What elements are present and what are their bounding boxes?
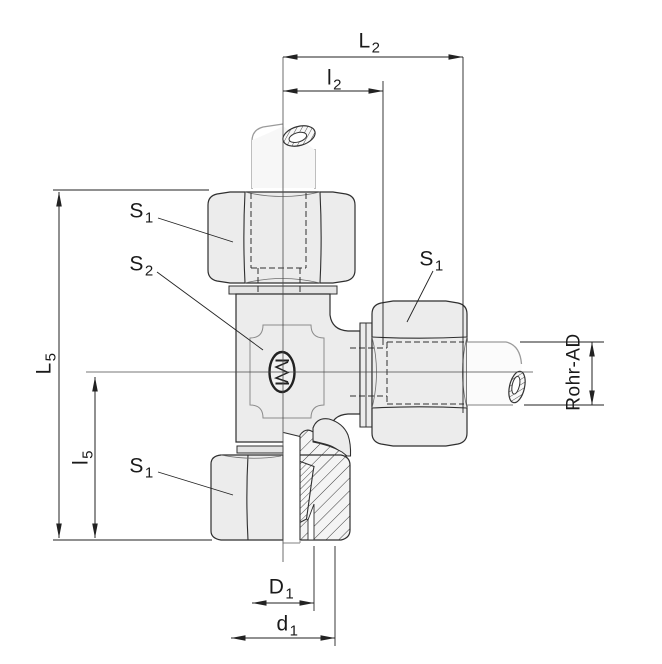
dim-label-rohr-ad: Rohr-AD: [563, 333, 585, 411]
right-tube-cut-end: [508, 370, 526, 404]
top-nut: [207, 191, 356, 295]
bottom-branch-section: [297, 418, 352, 541]
dim-label-L2-base: L: [358, 29, 371, 53]
dim-label-l2-sub: 2: [333, 76, 343, 94]
dim-label-d1-base: d: [276, 612, 289, 636]
dim-label-d1-sub: 1: [289, 622, 299, 640]
fitting-body: [235, 293, 361, 443]
dim-label-D1-base: D: [268, 575, 285, 599]
dim-label-L5-base: L: [32, 362, 56, 375]
section-body-neck: [297, 429, 349, 457]
dim-label-L5-sub: 5: [42, 352, 60, 362]
leader-s1-top: [157, 217, 234, 243]
wrench-label-s2-sub: 2: [144, 262, 154, 280]
wrench-label-s1-right-base: S: [419, 247, 434, 271]
dimension-lines: [56, 54, 595, 641]
centerlines: [86, 57, 533, 562]
right-nut-hidden-lines: [350, 341, 464, 405]
leader-lines: [156, 217, 434, 496]
dim-label-L2-sub: 2: [371, 39, 381, 57]
leader-s2-body: [156, 271, 264, 351]
wrench-label-s1-bottom-base: S: [129, 454, 144, 478]
wrench-label-s1-top: S1: [129, 199, 153, 226]
dim-label-l5-base: l: [69, 459, 93, 466]
wrench-label-s1-top-sub: 1: [144, 209, 154, 227]
right-branch-ring: [359, 322, 373, 428]
leader-s1-bottom: [157, 471, 234, 496]
wrench-label-s2-base: S: [129, 252, 144, 276]
leader-s1-right: [406, 270, 434, 323]
dim-label-rohr-ad-text: Rohr-AD: [563, 333, 585, 411]
wrench-label-s1-bottom: S1: [129, 454, 153, 481]
right-nut: [371, 300, 468, 447]
dim-label-L5: L5: [32, 352, 60, 375]
dim-label-l5-sub: 5: [79, 449, 97, 459]
wrench-label-s2-body: S2: [129, 252, 153, 279]
wrench-label-s1-right: S1: [419, 247, 443, 274]
wrench-label-s1-bottom-sub: 1: [144, 464, 154, 482]
section-bore-gap: [307, 503, 315, 541]
section-tube: [283, 432, 301, 544]
dim-label-d1: d1: [276, 612, 298, 639]
wrench-label-s1-right-sub: 1: [434, 257, 444, 275]
top-tube-cut-end: [282, 125, 316, 147]
right-tube: [467, 341, 526, 406]
dim-label-D1-sub: 1: [285, 585, 295, 603]
dim-label-D1: D1: [268, 575, 294, 602]
body-face-outline: [249, 324, 325, 419]
dim-label-L2: L2: [358, 29, 380, 56]
dim-label-l5: l5: [69, 450, 97, 466]
top-tube: [251, 123, 316, 189]
bottom-nut: [210, 445, 284, 541]
dim-label-l2: l2: [326, 66, 342, 93]
wrench-label-s1-top-base: S: [129, 199, 144, 223]
dim-label-l2-base: l: [326, 66, 333, 90]
